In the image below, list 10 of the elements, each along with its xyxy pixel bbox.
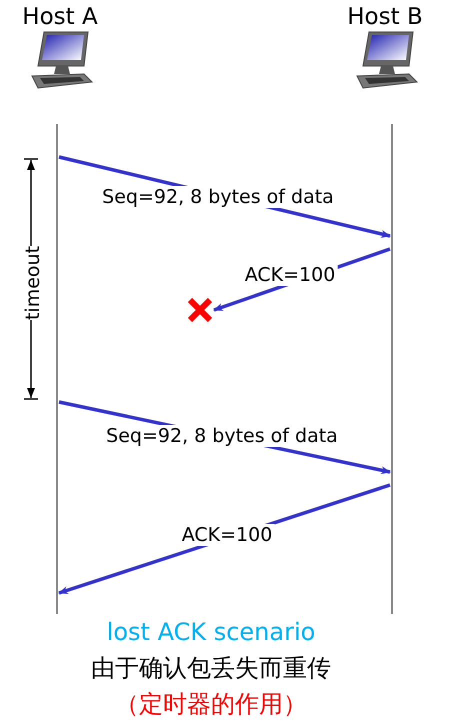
caption: 由于确认包丢失而重传 xyxy=(91,653,331,684)
lifeline xyxy=(56,124,58,614)
lifeline xyxy=(391,124,393,614)
caption: （定时器的作用） xyxy=(115,689,307,720)
edge-label: ACK=100 xyxy=(180,524,274,546)
caption: lost ACK scenario xyxy=(106,618,316,646)
host-label: Host B xyxy=(347,4,423,30)
host-label: Host A xyxy=(22,4,98,30)
lost-packet-cross xyxy=(186,296,214,324)
edge-label: ACK=100 xyxy=(242,264,338,286)
